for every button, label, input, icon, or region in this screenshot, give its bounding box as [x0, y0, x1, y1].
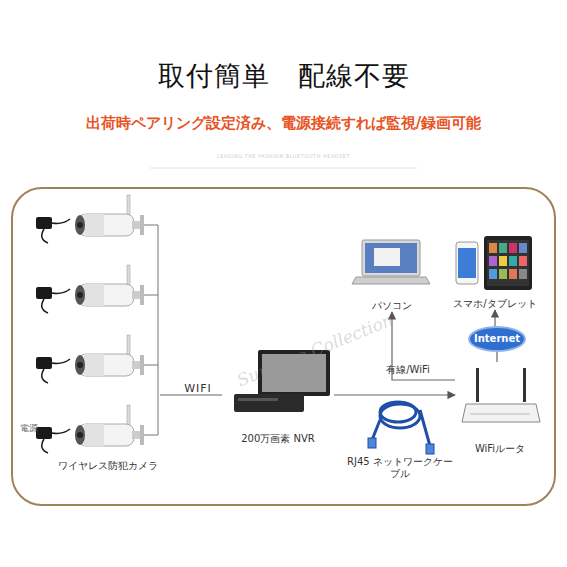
faint-heading: LEADING THE FASHION BLUETOOTH HEADSET [0, 153, 567, 159]
power-label: 電源 [20, 422, 50, 435]
router-illustration [462, 368, 540, 422]
connector [496, 350, 497, 362]
router-node: WiFiルータ [455, 362, 545, 455]
cloud-text: Internet [470, 332, 524, 346]
laptop-illustration [352, 240, 430, 284]
subtitle: 出荷時ペアリング設定済み、電源接続すれば監視/録画可能 [0, 114, 567, 133]
internet-cloud: Internet [470, 328, 524, 350]
cable-illustration [368, 402, 434, 454]
edge-label: RJ45 ネットワークケーブル [345, 456, 455, 480]
phone-node: スマホ/タブレット [445, 232, 545, 310]
pc-node: パソコン [352, 232, 432, 312]
node-caption: 200万画素 NVR [222, 433, 334, 445]
title: 取付簡単 配線不要 [0, 58, 567, 94]
node-caption: ワイヤレス防犯カメラ [18, 460, 160, 472]
edge-label: WIFI [178, 383, 218, 395]
camera-group: ワイヤレス防犯カメラ [18, 200, 160, 472]
connector [334, 394, 455, 395]
node-caption: WiFiルータ [455, 443, 545, 455]
frame [12, 188, 555, 505]
phone-illustration [456, 236, 532, 290]
edge-label: 有線/WiFi [378, 364, 438, 376]
node-caption: スマホ/タブレット [445, 298, 545, 310]
divider-line [150, 168, 417, 169]
camera-group [36, 195, 158, 453]
connector [494, 310, 495, 328]
